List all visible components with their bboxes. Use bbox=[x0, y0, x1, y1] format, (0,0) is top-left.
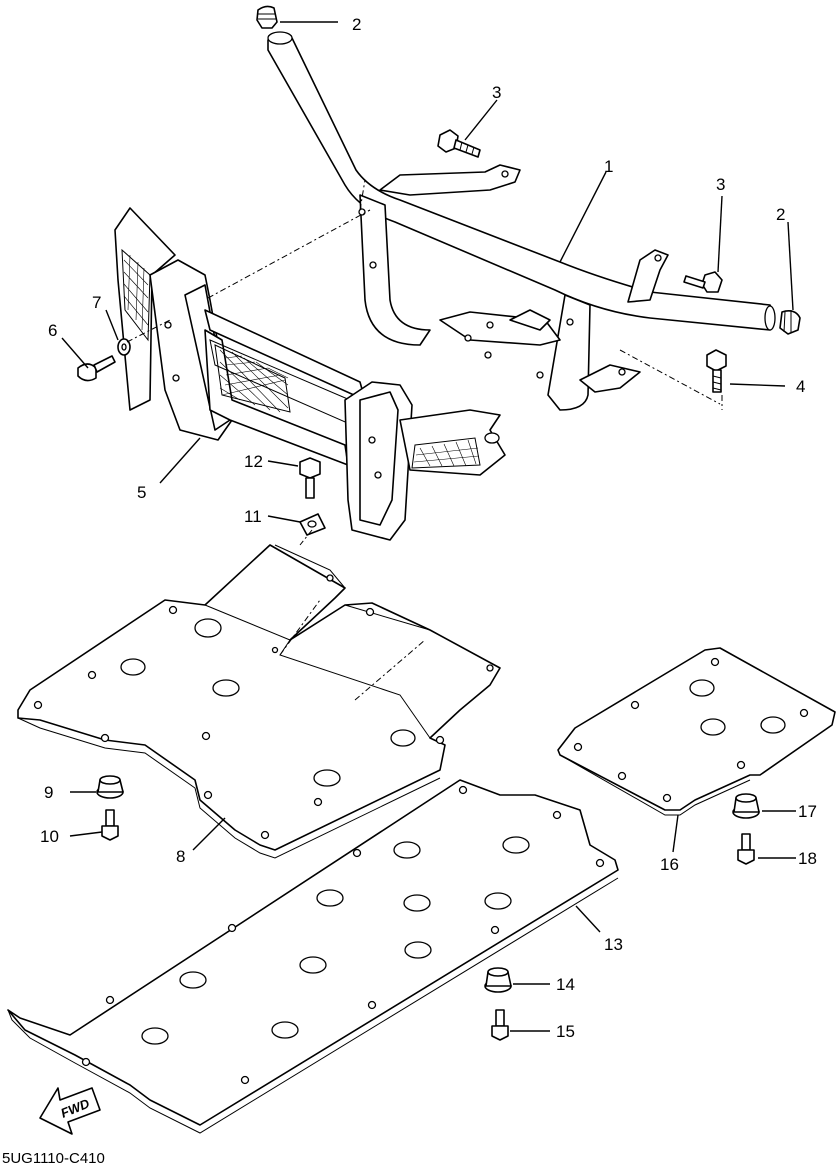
bolt-icon bbox=[706, 349, 727, 393]
callout-7: 7 bbox=[92, 293, 101, 312]
diagram-code: 5UG1110-C410 bbox=[2, 1150, 105, 1166]
callout-3-left: 3 bbox=[492, 83, 501, 102]
callout-5: 5 bbox=[137, 483, 146, 502]
callout-1: 1 bbox=[604, 157, 613, 176]
bolt-icon bbox=[437, 129, 481, 158]
callout-9: 9 bbox=[44, 783, 53, 802]
cap-plug-icon bbox=[256, 5, 278, 29]
bolt-icon bbox=[491, 1009, 509, 1041]
bolt-icon bbox=[101, 809, 119, 841]
flange-nut-icon bbox=[96, 775, 124, 799]
callout-12: 12 bbox=[244, 452, 263, 471]
flange-nut-icon bbox=[732, 793, 760, 819]
left-side-mesh bbox=[121, 248, 151, 342]
callout-11: 11 bbox=[244, 507, 262, 526]
callout-8: 8 bbox=[176, 847, 185, 866]
callout-2-left: 2 bbox=[352, 15, 361, 34]
cap-plug-icon bbox=[779, 310, 801, 335]
skid-plate-rear bbox=[7, 779, 619, 1134]
bolt-icon bbox=[683, 271, 723, 293]
callout-17: 17 bbox=[798, 802, 817, 821]
callout-4: 4 bbox=[796, 377, 805, 396]
callout-18: 18 bbox=[798, 849, 817, 868]
assembly-lines bbox=[126, 179, 723, 701]
flange-nut-icon bbox=[299, 513, 326, 536]
washer-icon bbox=[117, 338, 131, 356]
callout-16: 16 bbox=[660, 855, 679, 874]
right-step-mesh bbox=[411, 437, 481, 469]
skid-plate-right bbox=[557, 647, 836, 816]
callout-2-right: 2 bbox=[776, 205, 785, 224]
arrow-forward-icon: FWD bbox=[39, 1087, 101, 1135]
bolt-icon bbox=[299, 457, 321, 499]
callout-6: 6 bbox=[48, 321, 57, 340]
callout-labels: 1 2 2 3 3 4 5 6 7 8 9 10 11 12 13 14 15 … bbox=[40, 15, 817, 1041]
skid-plate-front bbox=[17, 544, 501, 859]
callout-14: 14 bbox=[556, 975, 575, 994]
callout-15: 15 bbox=[556, 1022, 575, 1041]
callout-10: 10 bbox=[40, 827, 59, 846]
leader-lines bbox=[61, 21, 796, 1032]
callout-3-right: 3 bbox=[716, 175, 725, 194]
callout-13: 13 bbox=[604, 935, 623, 954]
flange-nut-icon bbox=[484, 967, 512, 993]
bolt-icon bbox=[737, 833, 755, 865]
bolt-icon bbox=[77, 355, 116, 382]
front-bumper-body bbox=[114, 207, 506, 541]
front-guard-bar bbox=[267, 31, 776, 411]
